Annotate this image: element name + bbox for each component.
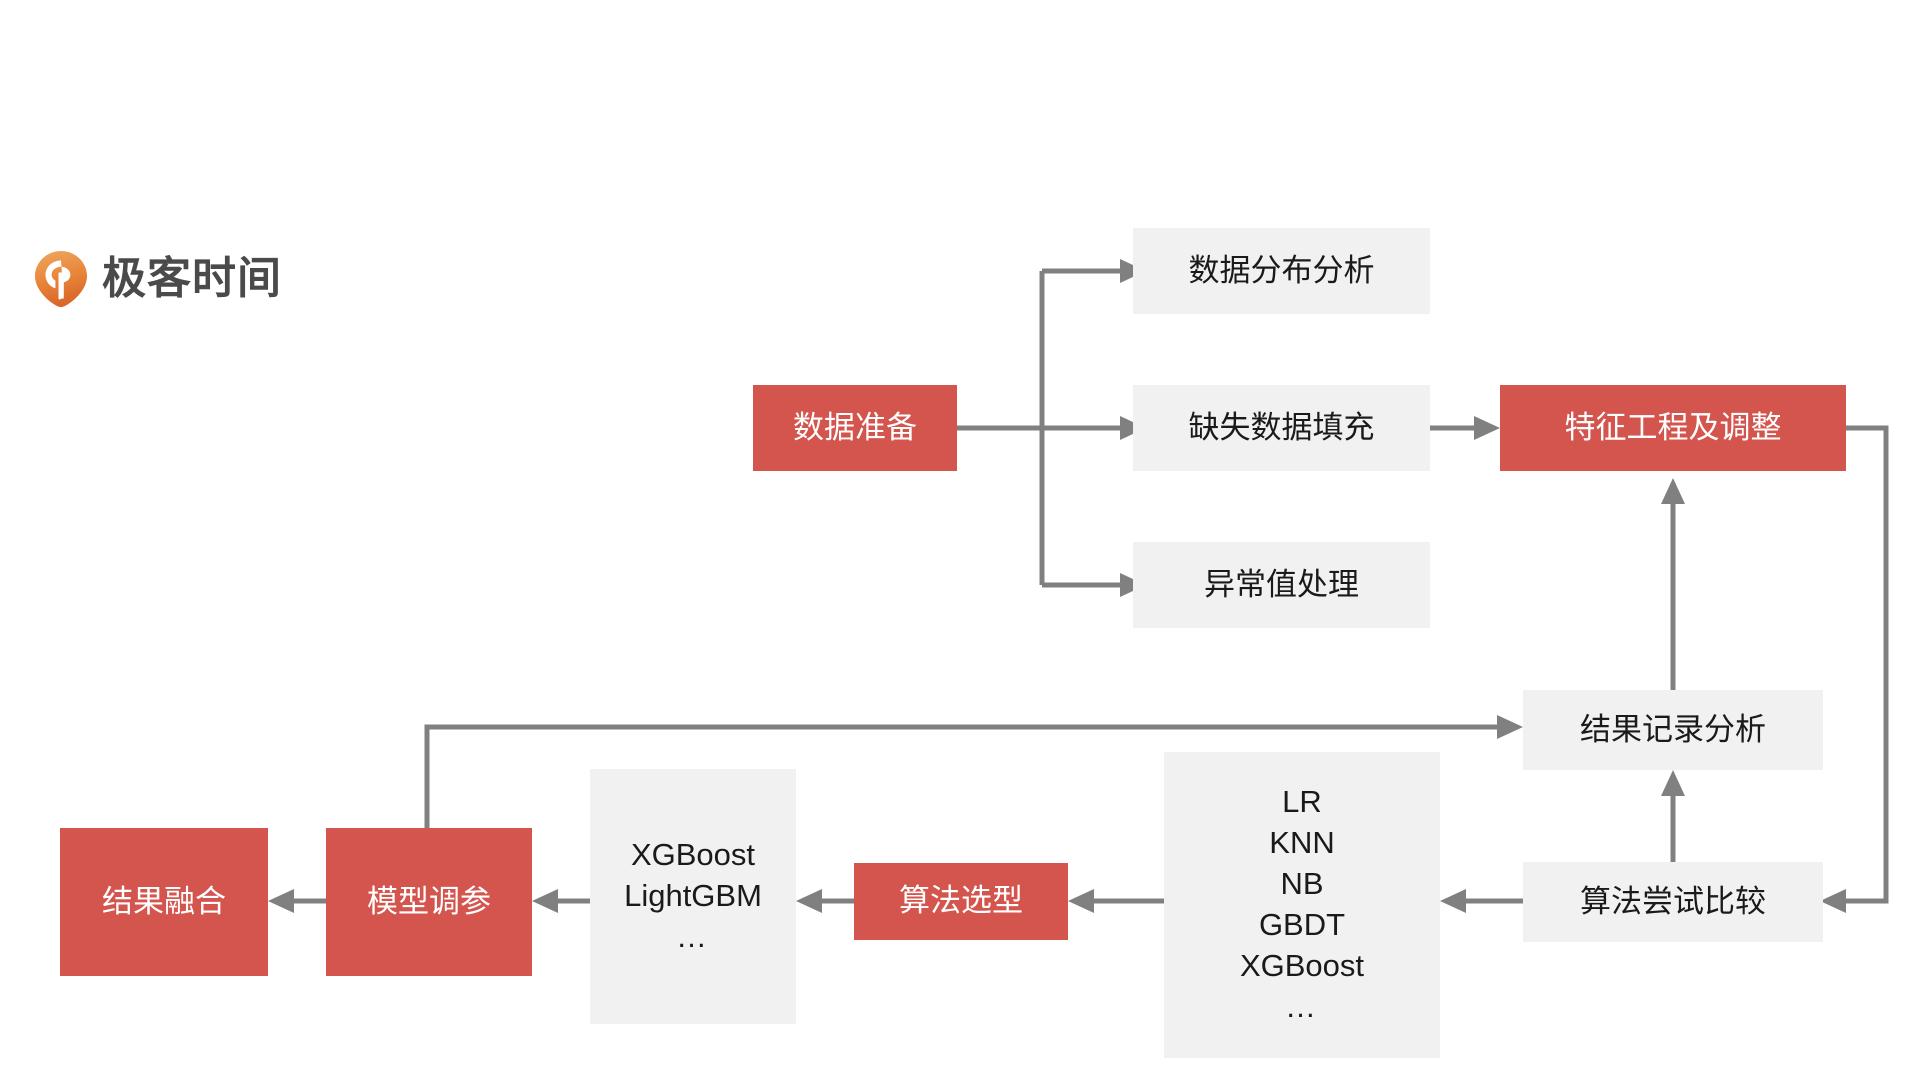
node-missing-fill[interactable]: 缺失数据填充	[1133, 385, 1430, 471]
node-label: 模型调参	[367, 883, 491, 919]
node-label: 数据准备	[793, 409, 917, 445]
arrowhead-algoselect	[1068, 889, 1094, 913]
node-model-tuning[interactable]: 模型调参	[326, 828, 532, 976]
algo-list-item-lr: LR	[1282, 784, 1322, 820]
node-data-prep[interactable]: 数据准备	[753, 385, 957, 471]
node-label: 结果记录分析	[1580, 711, 1766, 747]
node-algo-list[interactable]: LR KNN NB GBDT XGBoost …	[1164, 752, 1440, 1058]
model-list-item-lightgbm: LightGBM	[624, 878, 762, 914]
geek-time-droplet-icon	[34, 250, 88, 308]
node-algo-compare[interactable]: 算法尝试比较	[1523, 862, 1823, 942]
node-model-list[interactable]: XGBoost LightGBM …	[590, 769, 796, 1024]
arrowhead-resultfusion	[268, 889, 294, 913]
node-label: 异常值处理	[1204, 566, 1359, 602]
node-feature-eng[interactable]: 特征工程及调整	[1500, 385, 1846, 471]
algo-list-item-nb: NB	[1280, 866, 1324, 902]
brand-wordmark: 极客时间	[102, 254, 282, 303]
arrowhead-featureeng	[1474, 416, 1500, 440]
node-label: 数据分布分析	[1188, 252, 1375, 288]
node-algo-select[interactable]: 算法选型	[854, 863, 1068, 940]
algo-list-item-ellipsis: …	[1285, 988, 1319, 1024]
node-dist-analysis[interactable]: 数据分布分析	[1133, 228, 1430, 314]
node-result-record[interactable]: 结果记录分析	[1523, 690, 1823, 770]
algo-list-item-xgboost: XGBoost	[1239, 947, 1365, 983]
brand-logo: 极客时间	[34, 250, 282, 308]
node-result-fusion[interactable]: 结果融合	[60, 828, 268, 976]
model-list-item-xgboost: XGBoost	[630, 837, 756, 873]
node-label: 算法选型	[899, 883, 1023, 919]
algo-list-item-gbdt: GBDT	[1258, 907, 1346, 942]
arrowhead-algolist	[1440, 889, 1466, 913]
arrowhead-modeltuning	[532, 889, 558, 913]
arrowhead-featureeng-up	[1661, 478, 1685, 504]
node-label: 算法尝试比较	[1580, 883, 1766, 919]
node-label: 缺失数据填充	[1188, 409, 1375, 445]
node-label: 特征工程及调整	[1564, 409, 1782, 445]
arrowhead-modellist	[796, 889, 822, 913]
node-outlier-handle[interactable]: 异常值处理	[1133, 542, 1430, 628]
edge-featureeng-algocompare	[1826, 425, 1889, 904]
arrowhead-algocompare-right	[1820, 889, 1846, 913]
arrowhead-resultrecord-left	[1497, 715, 1523, 739]
node-label: 结果融合	[102, 883, 226, 919]
arrowhead-resultrecord-up	[1661, 770, 1685, 796]
model-list-item-ellipsis: …	[676, 918, 710, 954]
algo-list-item-knn: KNN	[1269, 825, 1335, 861]
